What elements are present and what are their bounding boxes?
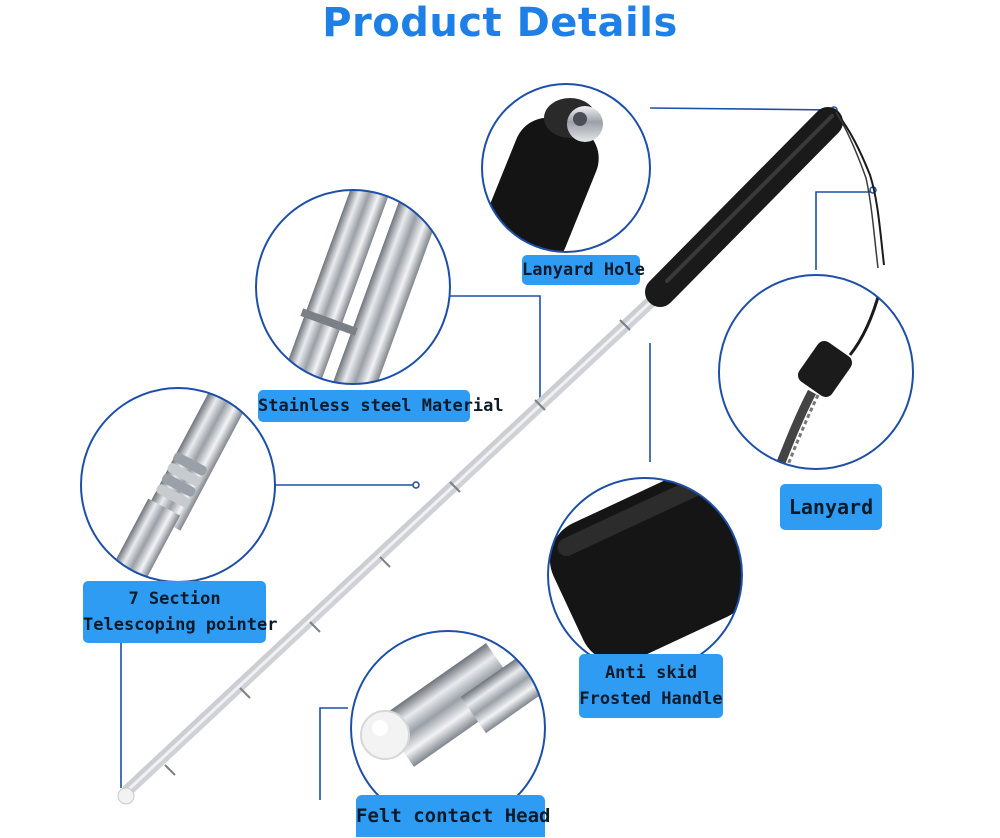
label-lanyard: Lanyard bbox=[780, 484, 882, 530]
closeup-lanyard-hole bbox=[481, 83, 651, 253]
label-telescoping-pointer: 7 Section Telescoping pointer bbox=[83, 581, 278, 643]
label-felt-head: Felt contact Head bbox=[356, 795, 550, 837]
page-title: Product Details bbox=[322, 0, 678, 46]
label-lanyard-hole: Lanyard Hole bbox=[522, 255, 645, 285]
label-frosted-line1: Anti skid bbox=[604, 663, 698, 683]
label-stainless-steel: Stainless steel Material bbox=[258, 390, 504, 422]
closeup-lanyard bbox=[718, 274, 914, 470]
label-telescoping-line2: Telescoping pointer bbox=[83, 615, 278, 635]
telescoping-pointer bbox=[117, 107, 885, 805]
closeup-stainless-steel bbox=[255, 189, 451, 385]
label-telescoping-line1: 7 Section bbox=[128, 589, 221, 609]
label-frosted-handle: Anti skid Frosted Handle bbox=[579, 654, 723, 718]
label-frosted-line2: Frosted Handle bbox=[579, 689, 723, 709]
connector-lines bbox=[120, 107, 873, 800]
closeup-felt-head bbox=[350, 630, 546, 826]
closeup-foam-handle bbox=[547, 477, 743, 673]
closeup-telescoping-joints bbox=[80, 387, 276, 583]
